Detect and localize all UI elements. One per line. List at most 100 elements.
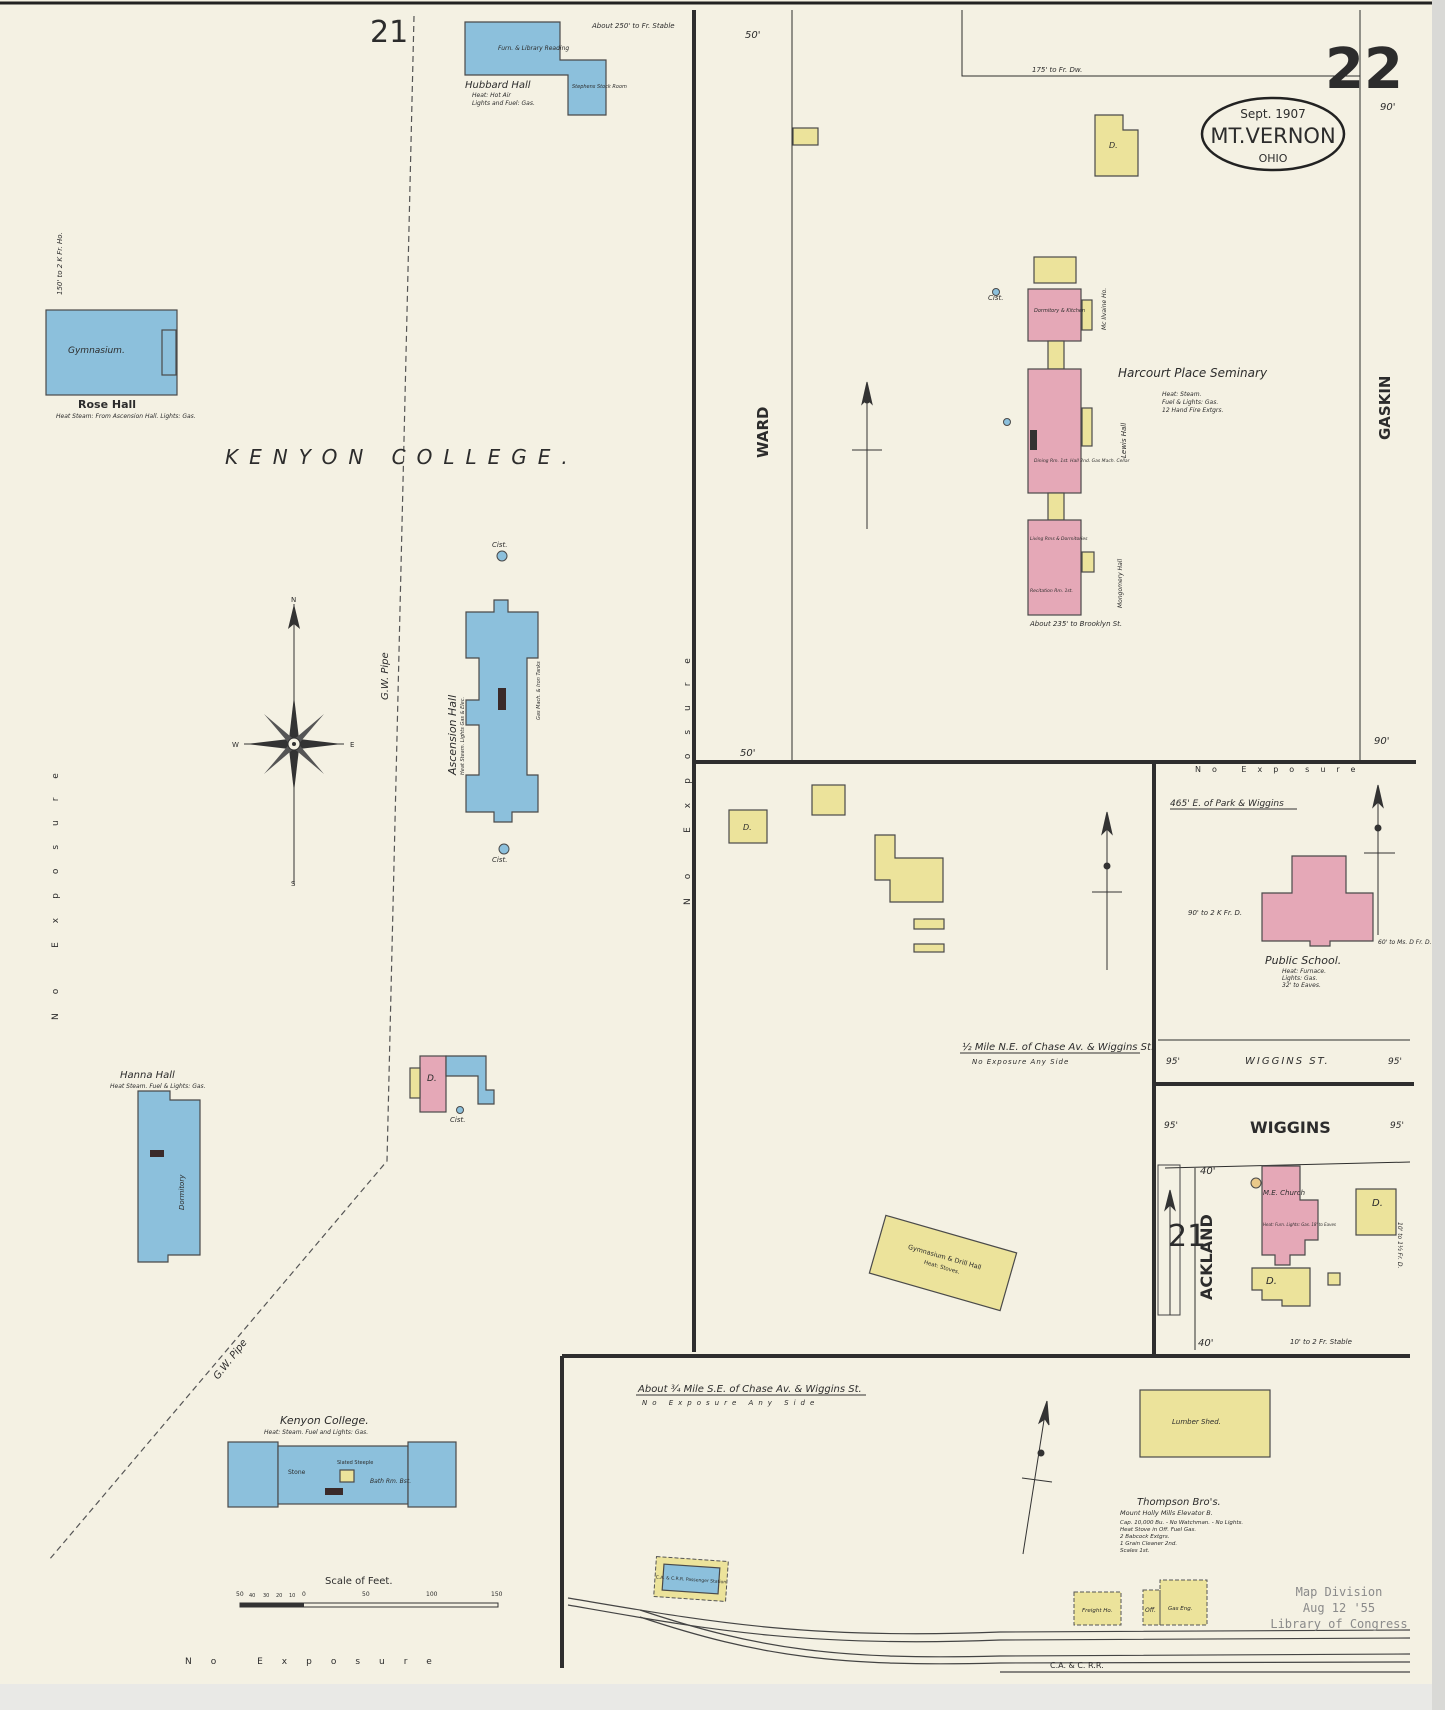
pipe-label: G.W. Pipe [380, 652, 391, 700]
map-label: No Exposure Any Side [642, 1399, 819, 1407]
map-label: 40' [1198, 1338, 1213, 1349]
scan-edge [1432, 0, 1445, 1710]
map-label: Lights: Gas. [1282, 975, 1317, 982]
map-label: Heat: Steam. Fuel and Lights: Gas. [264, 1429, 368, 1436]
map-label: Mongomery Hall [1117, 559, 1124, 608]
map-label: D. [743, 823, 752, 832]
map-label: Public School. [1265, 954, 1341, 967]
building-passenger-station: C.A. & C.R.R. Passenger Station [653, 1556, 729, 1602]
map-label: 50 [362, 1591, 370, 1598]
map-label: Recitation Rm. 1st. [1030, 588, 1073, 594]
map-state: OHIO [1259, 152, 1288, 165]
map-label: Gas Mach. & Iron Tanks [536, 661, 542, 720]
exposure-middle: No Exposure [683, 639, 693, 905]
map-label: 95' [1164, 1121, 1178, 1131]
map-label: M.E. Church [1263, 1189, 1305, 1197]
map-label: Ascension Hall [446, 695, 459, 776]
gas-water-pipe [48, 15, 415, 1561]
building-rose-hall: Gymnasium. Rose Hall Heat Steam: From As… [45, 309, 196, 420]
map-label: Dining Rm. 1st. Hall 2nd. Gas Mach. Cell… [1034, 458, 1131, 464]
thompson-bros-label: Thompson Bro's. Mount Holly Mills Elevat… [1120, 1497, 1243, 1554]
map-label: Living Rms & Dormitories [1030, 536, 1088, 542]
map-label: 12 Hand Fire Extgrs. [1162, 407, 1224, 414]
map-label: 50' [740, 748, 755, 759]
building-lumber-shed: Lumber Shed. [1139, 1389, 1271, 1458]
map-label: Cist. [988, 294, 1003, 302]
building-public-school: Public School. Heat: Furnace. Lights: Ga… [1261, 855, 1374, 989]
map-label: 90' [1380, 102, 1395, 113]
map-label: 40 [249, 1593, 255, 1599]
map-label: 465' E. of Park & Wiggins [1170, 799, 1284, 809]
map-label: Furn. & Library Reading [498, 45, 569, 52]
map-label: 95' [1388, 1057, 1402, 1067]
map-label: Gymnasium. [68, 346, 125, 356]
building-ascension-hall: Ascension Hall Heat Steam. Lights Gas & … [446, 599, 542, 823]
map-label: Rose Hall [78, 398, 136, 411]
map-city: MT.VERNON [1210, 124, 1335, 148]
map-label: Mc Ilvaine Ho. [1101, 288, 1108, 330]
cisterns [456, 288, 1011, 1114]
map-label: ½ Mile N.E. of Chase Av. & Wiggins St. [962, 1041, 1154, 1053]
map-label: 175' to Fr. Dw. [1032, 66, 1082, 74]
map-label: Lights and Fuel: Gas. [472, 100, 535, 107]
map-label: 50' [745, 30, 760, 41]
block-lines [560, 10, 1416, 1668]
map-label: Heat Steam: From Ascension Hall. Lights:… [56, 413, 196, 420]
street-ward: WARD [754, 407, 772, 458]
map-label: Harcourt Place Seminary [1118, 366, 1268, 380]
map-label: 90' [1374, 736, 1389, 747]
map-label: Off. [1145, 1607, 1156, 1614]
map-label: Lumber Shed. [1172, 1418, 1221, 1426]
compass-w: W [232, 741, 239, 749]
map-label: Library of Congress [1270, 1617, 1407, 1631]
building-hanna-hall: Dormitory Hanna Hall Heat Steam. Fuel & … [110, 1070, 206, 1263]
map-date: Sept. 1907 [1240, 107, 1306, 121]
map-label: Freight Ho. [1082, 1608, 1113, 1614]
building-kenyon-college: Stone Slated Steeple Bath Rm. Bst. Kenyo… [227, 1414, 457, 1508]
adjoining-sheet-number: 21 [370, 15, 408, 50]
compass-e: E [350, 741, 354, 749]
exposure-left: No Exposure [51, 754, 61, 1020]
railroad-tracks [567, 1597, 1411, 1673]
map-label: Heat Steam. Lights Gas & Elec. [460, 697, 466, 775]
railroad-label: C.A. & C. R.R. [1050, 1661, 1104, 1670]
street-wiggins-st: WIGGINS ST. [1245, 1056, 1330, 1067]
map-label: Slated Steeple [337, 1460, 373, 1466]
map-notes: About 250' to Fr. Stable 175' to Fr. Dw.… [56, 22, 1432, 1407]
map-label: Heat: Steam. [1162, 391, 1202, 398]
scale-bar: Scale of Feet. 50 40 30 20 10 0 50 100 1… [236, 1576, 503, 1608]
title-cartouche: Sept. 1907 MT.VERNON OHIO [1200, 96, 1346, 172]
north-arrows [852, 381, 1395, 1555]
map-label: Kenyon College. [280, 1414, 369, 1427]
map-label: Heat Steam. Fuel & Lights: Gas. [110, 1083, 206, 1090]
map-label: D. [427, 1074, 437, 1084]
map-label: About 250' to Fr. Stable [591, 22, 675, 30]
building-harcourt-seminary: Dormitory & Kitchen Dining Rm. 1st. Hall… [1027, 256, 1268, 616]
street-gaskin: GASKIN [1376, 376, 1394, 440]
map-label: Heat: Furnace. [1282, 968, 1326, 975]
map-label: Fuel & Lights: Gas. [1162, 399, 1218, 406]
map-label: Cist. [450, 1116, 465, 1124]
map-label: D. [1266, 1276, 1277, 1287]
map-label: 150 [491, 1591, 503, 1598]
map-label: 10' to 2 Fr. Stable [1290, 1338, 1352, 1346]
map-label: 100 [426, 1591, 438, 1598]
map-label: 10 [289, 1593, 295, 1599]
map-label: 95' [1166, 1057, 1180, 1067]
map-label: 2 Babcock Extgrs. [1120, 1534, 1170, 1540]
adjoining-sheet-side: 21 [1168, 1219, 1206, 1254]
street-wiggins: WIGGINS [1250, 1118, 1331, 1137]
map-label: Hubbard Hall [465, 80, 531, 91]
building-dwelling-campus: D. [409, 1055, 495, 1113]
compass-rose: N S W E [232, 596, 354, 888]
map-label: 32' to Eaves. [1282, 982, 1321, 989]
building-office-engine: Off. Gas Eng. [1142, 1579, 1208, 1626]
building-gymnasium-drill-hall: Gymnasium & Drill Hall Heat: Stoves. [868, 1214, 1018, 1312]
map-label: D. [1109, 141, 1118, 150]
map-label: Cap. 10,000 Bu. - No Watchman. - No Ligh… [1120, 1520, 1243, 1526]
map-label: Lewis Hall [1120, 423, 1128, 458]
building-freight-house: Freight Ho. [1073, 1591, 1122, 1626]
map-label: D. [1372, 1198, 1383, 1209]
map-label: Cist. [492, 541, 507, 549]
map-label: 50 [236, 1591, 244, 1598]
